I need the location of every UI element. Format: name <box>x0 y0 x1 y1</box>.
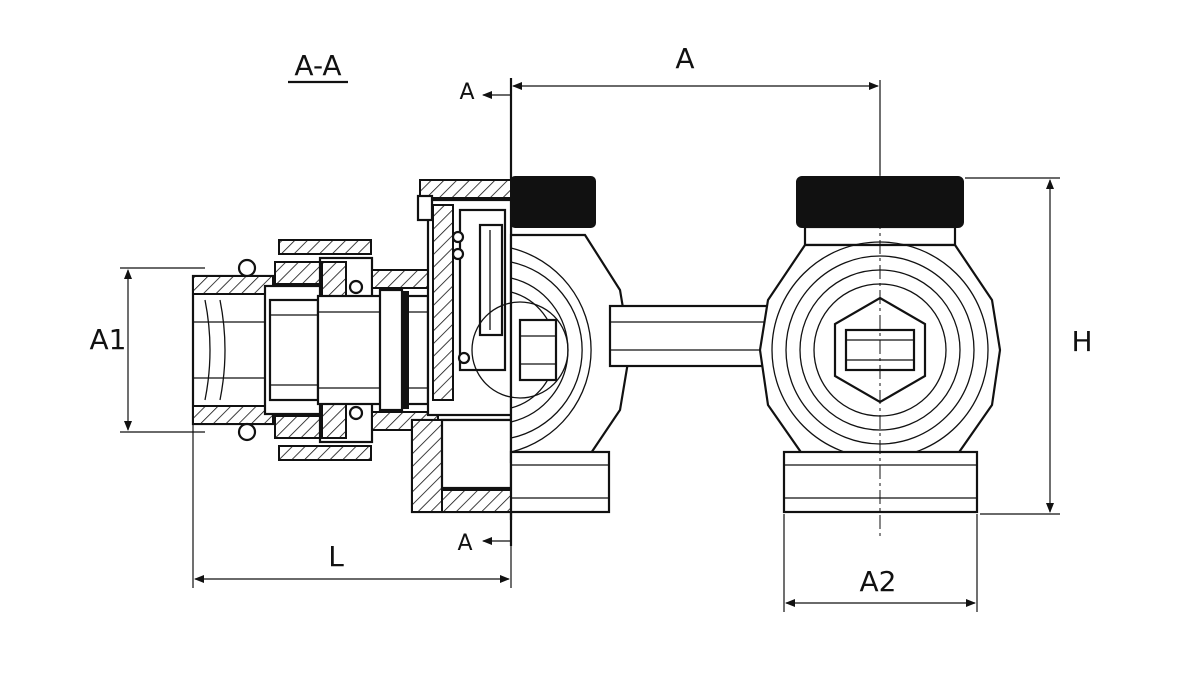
dimension-a-label: A <box>675 42 694 75</box>
dimension-l: L <box>192 424 512 588</box>
dimension-a1-label: A1 <box>90 323 127 356</box>
dimension-h: H <box>965 177 1093 515</box>
dimension-a: A <box>512 42 881 175</box>
coupling-section <box>191 179 513 514</box>
section-marker-top-label: A <box>459 80 474 105</box>
section-title: A-A <box>294 49 341 82</box>
dimension-a2: A2 <box>783 514 978 612</box>
dimension-a1: A1 <box>90 267 205 433</box>
dimension-a2-label: A2 <box>860 565 897 598</box>
section-marker-top: A <box>459 78 513 124</box>
dimension-l-label: L <box>328 540 344 573</box>
connecting-pipe <box>608 304 782 368</box>
dimension-h-label: H <box>1071 325 1092 358</box>
valve-body-left <box>471 176 632 514</box>
section-marker-bottom-label: A <box>457 531 472 556</box>
